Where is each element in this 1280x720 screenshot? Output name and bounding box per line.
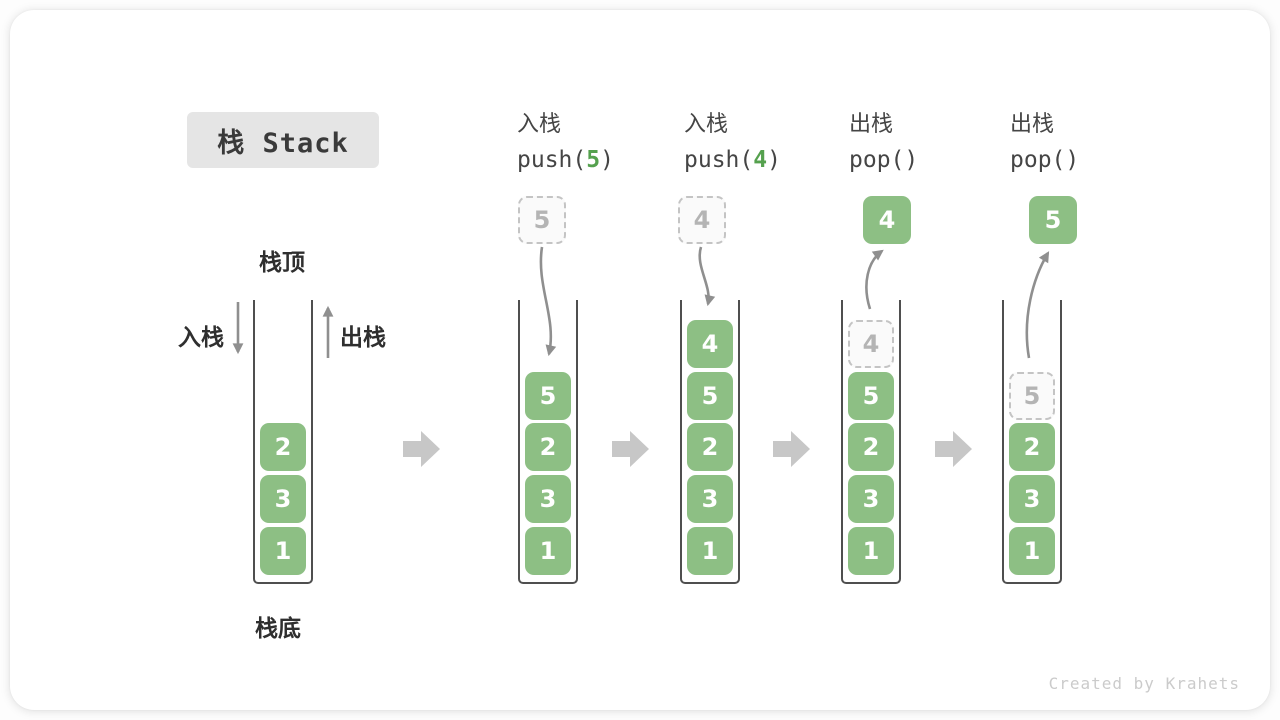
operation-label-pop2: 出栈 pop(): [1010, 106, 1079, 178]
operation-cn: 入栈: [684, 111, 729, 136]
stack-bottom-label: 栈底: [255, 615, 301, 641]
page-title: 栈 Stack: [187, 112, 379, 168]
stack-cell: 5: [687, 372, 733, 420]
stack-cell: 3: [848, 475, 894, 523]
code-arg: 4: [753, 147, 768, 173]
operation-label-push5: 入栈 push(5): [517, 106, 614, 178]
code-suffix: ): [600, 147, 614, 173]
code-prefix: push(: [684, 147, 754, 173]
popped-value-box: 4: [863, 196, 911, 244]
stack-cell: 2: [848, 423, 894, 471]
operation-label-pop1: 出栈 pop(): [849, 106, 918, 178]
incoming-value-box: 4: [678, 196, 726, 244]
stack-cell-removed: 4: [848, 320, 894, 368]
stack-cell: 3: [1009, 475, 1055, 523]
code-prefix: push(: [517, 147, 587, 173]
stack-cell: 2: [1009, 423, 1055, 471]
code-arg: 5: [586, 147, 601, 173]
popped-value-box: 5: [1029, 196, 1077, 244]
code-suffix: ): [767, 147, 781, 173]
stack-cell: 2: [687, 423, 733, 471]
stack-cell: 1: [1009, 527, 1055, 575]
stack-cell: 1: [687, 527, 733, 575]
operation-code: push(4): [684, 142, 781, 178]
stack-top-label: 栈顶: [259, 249, 305, 275]
pop-direction-label: 出栈: [340, 324, 386, 350]
operation-cn: 入栈: [517, 111, 562, 136]
stack-cell: 2: [260, 423, 306, 471]
stack-cell-removed: 5: [1009, 372, 1055, 420]
stack-cell: 3: [687, 475, 733, 523]
operation-code: pop(): [849, 142, 918, 178]
stack-cell: 3: [260, 475, 306, 523]
operation-cn: 出栈: [1010, 111, 1055, 136]
code-prefix: pop(: [849, 147, 905, 173]
stack-cell: 1: [260, 527, 306, 575]
operation-code: pop(): [1010, 142, 1079, 178]
stack-cell: 4: [687, 320, 733, 368]
code-suffix: ): [1065, 147, 1080, 173]
incoming-value-box: 5: [518, 196, 566, 244]
operation-label-push4: 入栈 push(4): [684, 106, 781, 178]
stack-cell: 5: [525, 372, 571, 420]
code-prefix: pop(: [1010, 147, 1066, 173]
watermark: Created by Krahets: [1048, 674, 1240, 693]
code-suffix: ): [904, 147, 919, 173]
stack-cell: 5: [848, 372, 894, 420]
operation-code: push(5): [517, 142, 614, 178]
operation-cn: 出栈: [849, 111, 894, 136]
stack-cell: 2: [525, 423, 571, 471]
stack-cell: 3: [525, 475, 571, 523]
stack-cell: 1: [525, 527, 571, 575]
push-direction-label: 入栈: [178, 324, 224, 350]
stack-cell: 1: [848, 527, 894, 575]
